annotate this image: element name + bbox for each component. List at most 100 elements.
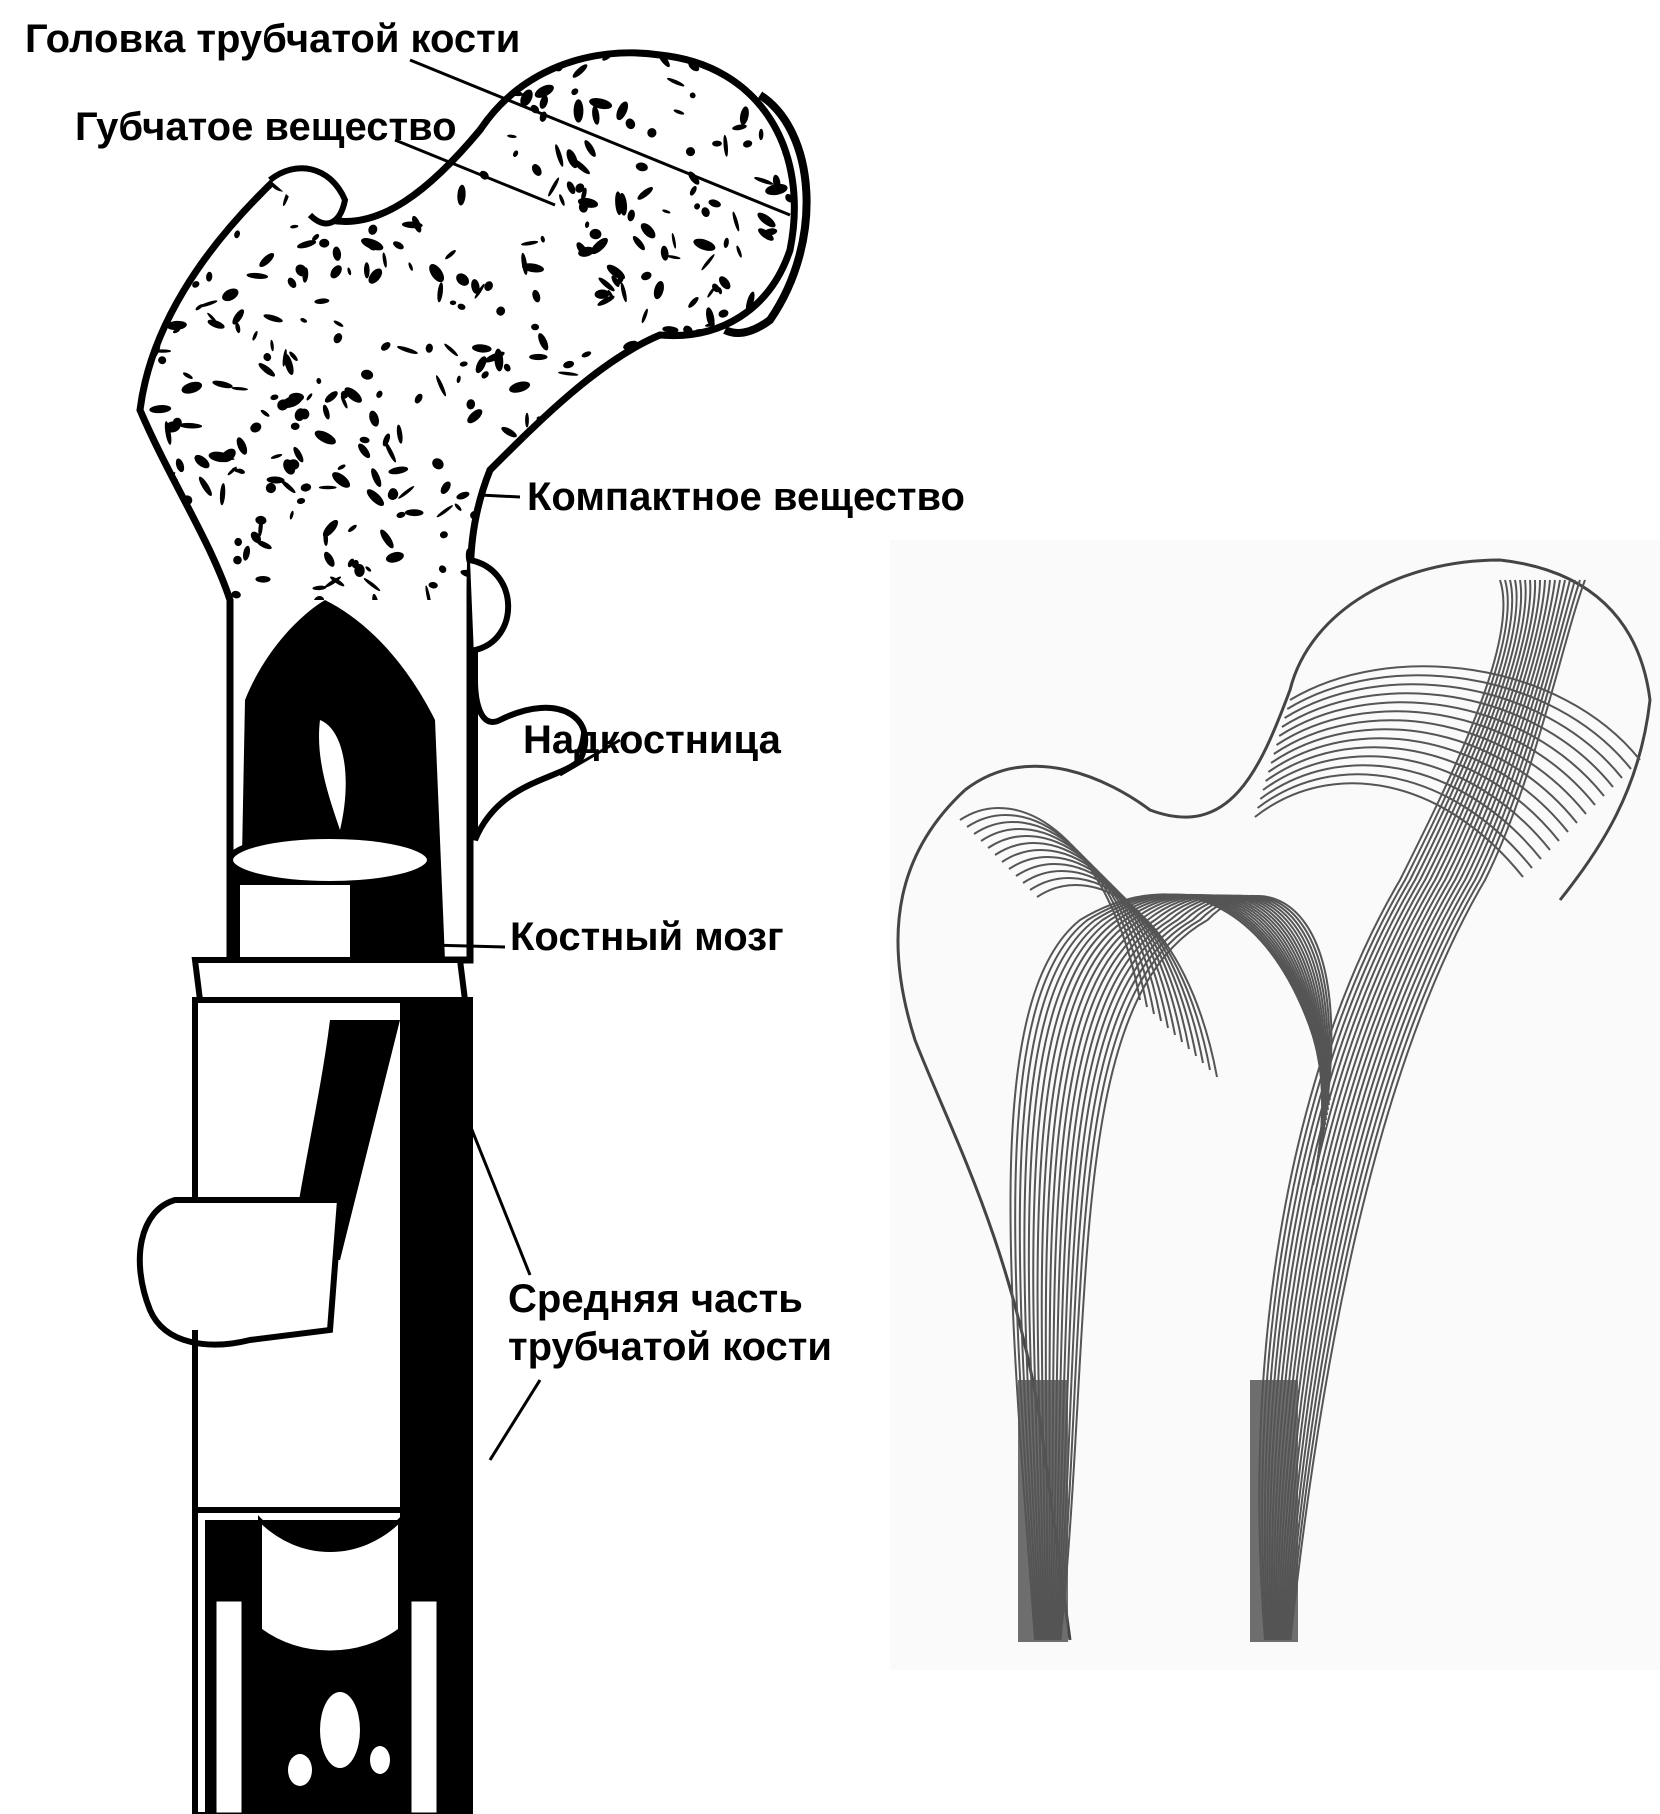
trabecula-blob [339,77,358,88]
periosteum-flap [470,560,585,840]
trabecula-blob [473,65,487,75]
label-spongy: Губчатое вещество [75,105,457,149]
trabecula-blob [402,153,411,158]
trabecula-blob [782,49,791,57]
trabecula-blob [744,436,753,460]
trabecula-blob [214,151,223,163]
trabecula-blob [783,393,790,404]
trabecula-blob [636,413,645,419]
trabecula-blob [165,547,170,571]
trabecula-blob [247,65,266,90]
trabecula-blob [537,561,549,572]
bone-shaft [140,1000,470,1814]
trabecula-blob [534,544,545,552]
trabecula-blob [269,151,290,166]
trabecular-stem-left [1018,1380,1068,1642]
trabecula-blob [709,366,725,374]
trabecula-blob [601,566,616,571]
trabecula-blob [568,51,576,58]
trabecula-blob [192,70,208,83]
trabecula-blob [599,582,617,595]
trabecula-blob [701,338,708,354]
trabecula-blob [674,357,682,365]
trabecula-blob [135,464,155,485]
trabecula-blob [647,344,657,353]
trabecula-blob [353,70,361,81]
trabecula-blob [647,559,658,571]
trabecula-blob [382,185,393,208]
trabecula-blob [329,87,348,103]
trabecula-blob [252,151,264,163]
trabecula-blob [589,392,597,411]
trabecula-blob [368,172,381,186]
trabecula-blob [539,601,543,617]
trabecula-blob [670,357,685,372]
trabecula-blob [141,497,155,515]
label-compact: Компактное вещество [527,475,965,519]
trabecula-blob [179,600,187,608]
trabecula-blob [390,183,402,196]
trabecula-blob [193,214,203,229]
trabecula-blob [702,587,714,599]
trabecula-blob [655,601,664,609]
trabecula-blob [721,421,734,431]
trabecula-blob [219,157,234,168]
trabecula-blob [582,565,592,575]
trabecula-blob [643,584,661,600]
trabecula-blob [559,571,570,582]
trabecula-blob [154,195,165,210]
trabecula-blob [255,68,266,90]
trabecula-blob [395,153,408,164]
trabecula-blob [655,347,667,359]
trabecula-blob [632,448,646,463]
trabecula-blob [340,84,347,90]
trabecula-blob [489,77,504,82]
trabecula-blob [795,55,802,61]
trabecula-blob [719,451,727,458]
trabecula-blob [720,455,733,470]
trabecula-blob [658,582,681,593]
trabecula-blob [170,190,186,198]
trabecula-blob [136,221,146,233]
trabecula-blob [768,445,782,457]
trabecula-blob [364,171,377,186]
trabecula-blob [139,243,150,261]
label-periosteum: Надкостница [523,718,782,762]
trabecula-blob [574,99,584,122]
trabecula-blob [543,517,555,539]
trabecula-blob [156,151,176,165]
trabecula-blob [625,429,638,439]
trabecula-blob [603,375,611,384]
trabecula-blob [777,63,802,78]
trabecula-blob [783,301,805,311]
trabecula-blob [366,153,376,167]
trabecula-blob [154,349,171,352]
trabecula-blob [185,71,205,95]
trabecula-blob [729,345,751,356]
trabecula-blob [654,391,672,414]
label-middle-line1: Средняя часть [508,1277,803,1321]
trabecula-blob [666,452,682,477]
trabecula-blob [738,584,757,591]
trabecula-blob [207,584,212,604]
trabecula-blob [631,593,645,611]
trabecula-blob [438,81,450,96]
trabecular-stem-right [1250,1380,1298,1642]
trabecula-blob [615,444,629,459]
trabecula-blob [450,301,456,306]
trabecula-blob [569,460,586,475]
trabecula-blob [556,462,565,472]
trabecula-blob [726,366,734,371]
trabecula-blob [726,353,744,368]
trabecula-blob [675,391,696,405]
trabecula-blob [309,147,321,163]
trabecula-blob [783,442,802,450]
trabecula-blob [660,457,670,466]
label-head: Головка трубчатой кости [25,17,520,61]
trabecula-blob [612,521,635,535]
trabecula-blob [529,354,547,360]
trabecular-lines-diagram [890,540,1660,1670]
trabecula-blob [691,537,712,558]
trabecula-blob [319,486,337,490]
